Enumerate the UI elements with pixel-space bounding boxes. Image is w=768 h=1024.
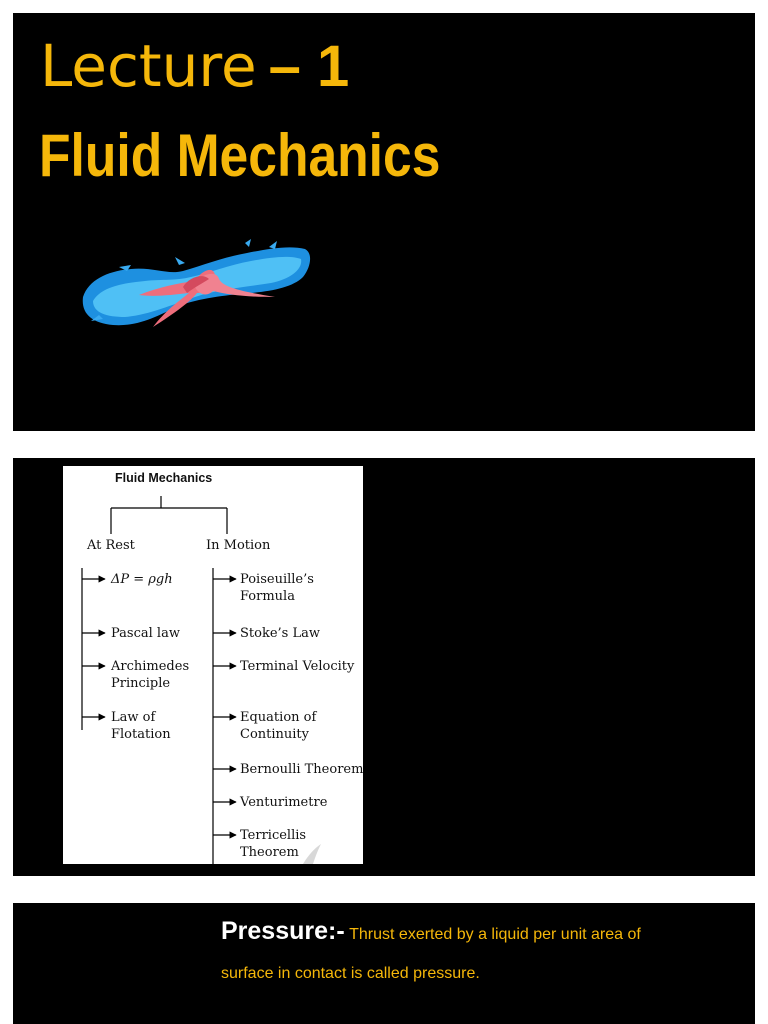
fluid-mechanics-tree-diagram: Fluid Mechanics At Rest In Motion ΔP = ρ… xyxy=(63,466,363,864)
lecture-number: – 1 xyxy=(268,34,350,99)
lecture-title: Lecture– 1 xyxy=(40,31,349,102)
lecture-word: Lecture xyxy=(40,32,257,100)
fluid-splash-ribbon-image xyxy=(82,239,311,327)
at-rest-label: At Rest xyxy=(87,538,135,553)
pressure-definition-line1: Pressure:- Thrust exerted by a liquid pe… xyxy=(221,917,741,946)
motion-item-stokes-law: Stoke’s Law xyxy=(240,626,320,641)
slide-title: Lecture– 1 Fluid Mechanics xyxy=(13,13,755,431)
slide-overview: Fluid Mechanics At Rest In Motion ΔP = ρ… xyxy=(13,458,755,876)
lecture-subtitle: Fluid Mechanics xyxy=(39,122,441,189)
motion-item-terminal-velocity: Terminal Velocity xyxy=(240,659,355,674)
pressure-definition-part1: Thrust exerted by a liquid per unit area… xyxy=(349,926,641,943)
rest-item-pascal-law: Pascal law xyxy=(111,626,180,641)
rest-item-pressure-formula: ΔP = ρgh xyxy=(111,572,173,587)
in-motion-label: In Motion xyxy=(206,538,271,553)
slide-pressure: Pressure:- Thrust exerted by a liquid pe… xyxy=(13,903,755,1024)
motion-item-venturimetre: Venturimetre xyxy=(240,795,328,810)
pressure-heading: Pressure:- xyxy=(221,917,345,945)
tree-connector-lines xyxy=(81,496,321,864)
tree-root-label: Fluid Mechanics xyxy=(115,471,213,485)
motion-item-bernoulli: Bernoulli Theorem xyxy=(240,762,364,777)
pressure-definition-part2: surface in contact is called pressure. xyxy=(221,965,480,982)
